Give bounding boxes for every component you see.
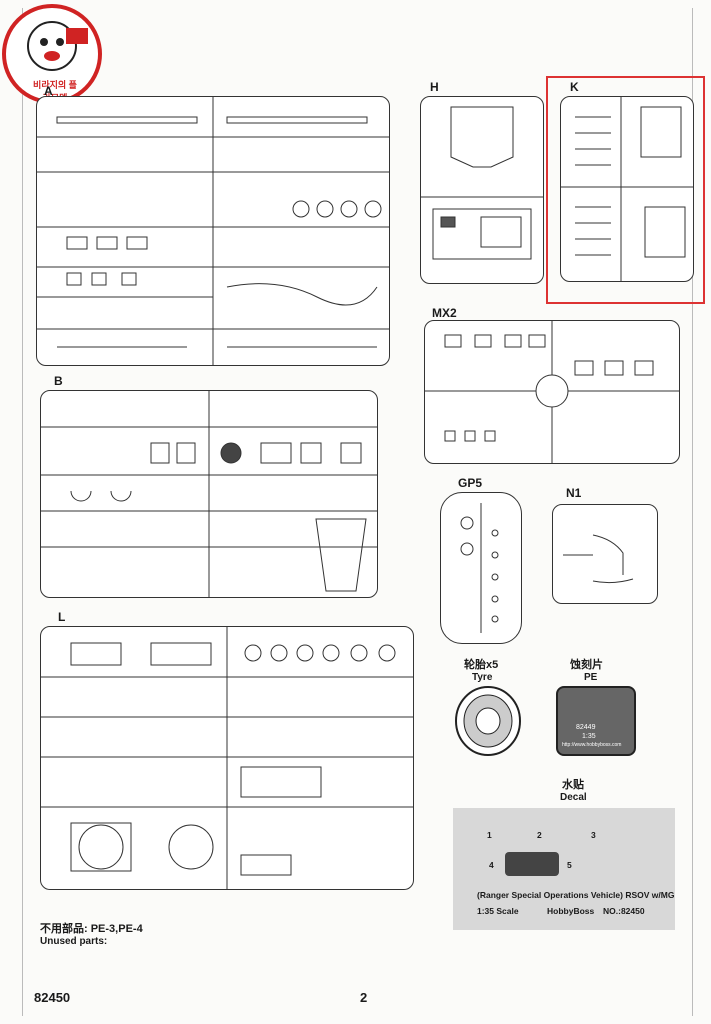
decal-item-1: 1 [487,830,492,840]
sprue-h-parts [421,106,543,260]
pe-sheet-scale: 1:35 [582,733,596,740]
pe-sheet-code: 82449 [576,724,596,731]
decal-title: (Ranger Special Operations Vehicle) RSOV… [477,890,675,900]
sprue-b [40,390,378,598]
pe-label-en: PE [584,672,598,683]
sprue-label-k: K [570,80,579,94]
sprue-label-a: A [44,84,53,98]
product-code: 82450 [34,990,71,1005]
decal-brand: HobbyBoss [547,906,595,916]
sprue-h [420,96,544,284]
tyre-label-cn: 轮胎x5 [464,659,499,671]
highlight-frame [546,76,705,304]
decal-dashboard-icon [505,852,559,876]
tyre-label-en: Tyre [472,672,493,683]
pe-sheet-url: http://www.hobbyboss.com [562,742,622,748]
decal-number: NO.:82450 [603,906,645,916]
sprue-label-n1: N1 [566,486,582,500]
pe-sheet: 82449 1:35 http://www.hobbyboss.com [556,686,636,756]
sprue-a [36,96,390,366]
sprue-label-b: B [54,374,63,388]
unused-parts-cn: 不用部品: PE-3,PE-4 [40,923,143,935]
unused-parts-en: Unused parts: [40,936,108,947]
decal-label-en: Decal [560,792,587,803]
decal-scale: 1:35 Scale [477,906,519,916]
decal-item-4: 4 [489,860,494,870]
sprue-k-parts [561,97,693,281]
sprue-l [40,626,414,890]
sprue-mx2 [424,320,680,464]
sprue-l-parts [41,627,413,889]
sprue-label-l: L [58,610,66,624]
sprue-label-h: H [430,80,439,94]
sprue-gp5-parts [460,503,499,633]
sprue-b-parts [41,391,377,597]
page-number: 2 [360,990,368,1005]
logo-text: 비라지의 플라모델 [33,80,77,100]
sprue-label-mx2: MX2 [432,306,457,320]
sprue-k [560,96,694,282]
decal-sheet: 1 2 3 4 5 (Ranger Special Operations Veh… [453,808,675,930]
tyre-icon [455,686,521,756]
pe-label-cn: 蚀刻片 [570,659,603,671]
decal-item-5: 5 [567,860,572,870]
mascot-icon [27,21,88,71]
sprue-mx2-parts [425,321,679,463]
decal-item-2: 2 [537,830,542,840]
decal-item-3: 3 [591,830,596,840]
sprue-gp5 [440,492,522,644]
decal-label-cn: 水贴 [562,779,584,791]
sprue-n1-parts [563,534,634,584]
sprue-n1 [552,504,658,604]
sprue-label-gp5: GP5 [458,476,483,490]
sprue-a-parts [37,97,389,365]
page-frame [22,8,693,1016]
